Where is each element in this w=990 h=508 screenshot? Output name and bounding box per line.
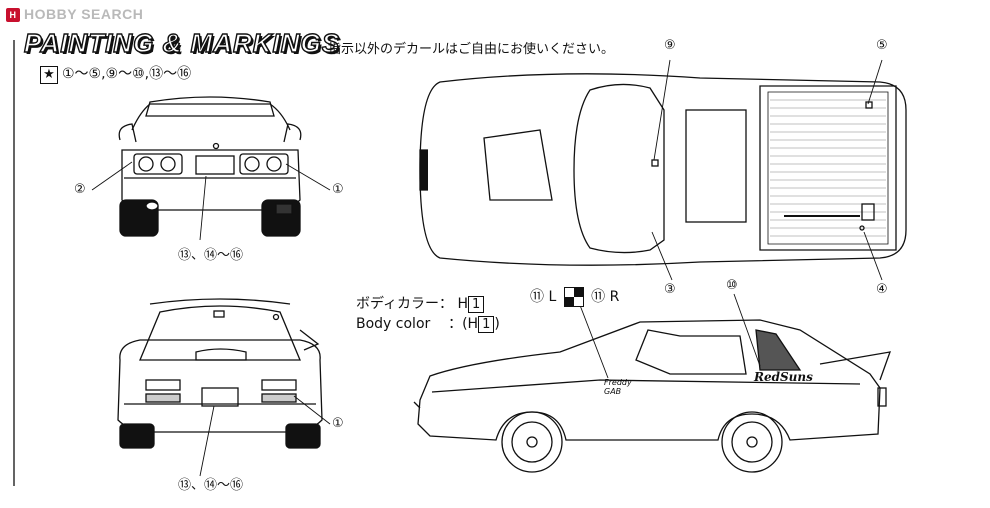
paint-en-num: 1 — [478, 316, 495, 333]
lr-marker: ⑪ L ⑪ R — [530, 286, 619, 307]
rear-view — [91, 96, 331, 241]
star-icon: ★ — [40, 66, 58, 84]
callout-9-top: ⑨ — [664, 38, 676, 53]
lr-left: L — [548, 289, 557, 305]
callout-1-front: ① — [332, 416, 344, 431]
callout-13-rear: ⑬、⑭～⑯ — [178, 248, 244, 263]
callout-3-top: ③ — [664, 282, 676, 297]
flag-icon — [563, 287, 584, 307]
top-view — [419, 59, 907, 281]
paint-en-label: Body color — [356, 316, 431, 332]
front-view — [117, 298, 331, 477]
legend: ★①～⑤,⑨～⑩,⑬～⑯ — [40, 63, 191, 84]
lr-right: R — [609, 289, 620, 305]
legend-text: ①～⑤,⑨～⑩,⑬～⑯ — [62, 66, 192, 82]
brand-logo[interactable]: H HOBBY SEARCH — [6, 6, 143, 22]
paint-jp-num: 1 — [468, 296, 485, 313]
brand-icon: H — [6, 8, 20, 22]
paint-jp-label: ボディカラー： — [356, 296, 454, 312]
freddy-decal: Freddy GAB — [604, 378, 632, 396]
paint-jp-code: H — [457, 296, 469, 312]
callout-4-top: ④ — [876, 282, 888, 297]
brand-text: HOBBY SEARCH — [24, 6, 144, 22]
lr-right-num: ⑪ — [591, 289, 606, 305]
callout-2-rear: ② — [74, 182, 86, 197]
callout-13-front: ⑬、⑭～⑯ — [178, 478, 244, 493]
callout-10-side: ⑩ — [726, 278, 738, 293]
lr-left-num: ⑪ — [530, 289, 544, 305]
red-suns-decal: RedSuns — [754, 370, 813, 384]
callout-5-top: ⑤ — [876, 38, 888, 53]
callout-1-rear: ① — [332, 182, 344, 197]
side-view — [413, 293, 891, 473]
paint-en-code: ：(H — [448, 316, 479, 332]
decal-note: 指示以外のデカールはご自由にお使いください。 — [328, 42, 615, 57]
page-title: PAINTING & MARKINGS — [23, 27, 341, 58]
paint-en-close: ) — [494, 316, 500, 332]
